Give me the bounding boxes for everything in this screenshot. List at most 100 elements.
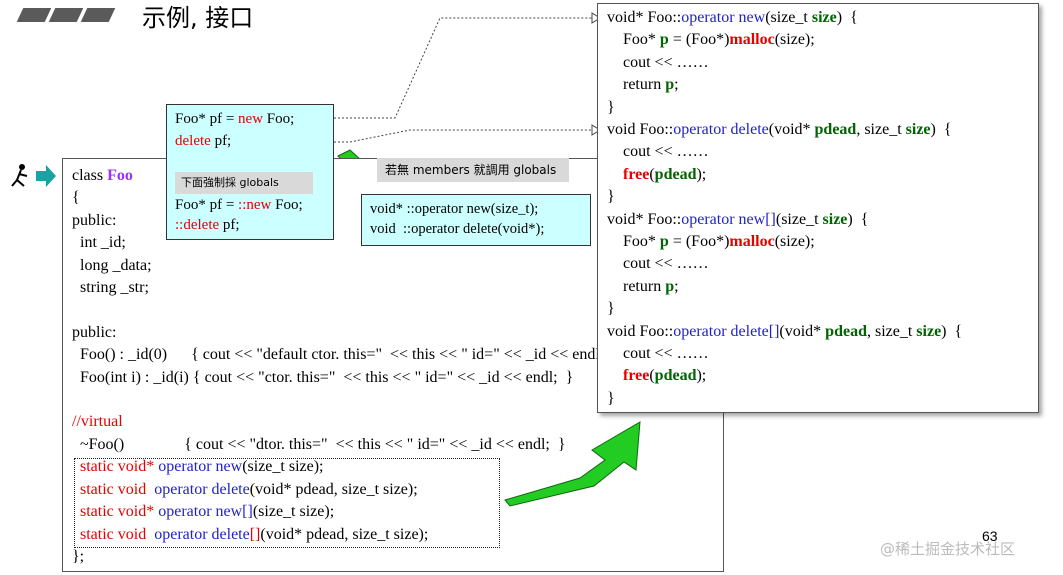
code-token: return xyxy=(607,277,666,295)
code-token: Foo() : _id(0) { cout << "default ctor. … xyxy=(72,346,620,363)
code-token: operator delete xyxy=(673,121,769,138)
code-token: ; xyxy=(674,277,679,295)
main-code-line: static void operator delete(void* pdead,… xyxy=(80,480,418,500)
code-token: (void* xyxy=(779,322,826,340)
code-token: free xyxy=(623,165,650,183)
main-code-line: static void* operator new[](size_t size)… xyxy=(80,502,334,522)
code-token: public: xyxy=(72,324,117,341)
right-code-line: Foo* p = (Foo*)malloc(size); xyxy=(607,233,815,251)
main-code-line: ~Foo() { cout << "dtor. this=" << this <… xyxy=(72,435,566,455)
code-token: void Foo:: xyxy=(607,322,674,340)
main-code-line: static void operator delete[](void* pdea… xyxy=(80,525,428,545)
right-code-line: } xyxy=(607,300,615,318)
code-token: (size); xyxy=(774,233,815,250)
code-token xyxy=(607,367,623,384)
callout-line-new: Foo* pf = new Foo; xyxy=(175,111,294,128)
code-token: }; xyxy=(72,548,85,565)
code-token: size xyxy=(811,9,837,26)
code-token: void Foo:: xyxy=(607,121,674,138)
code-token: (size); xyxy=(774,31,815,49)
main-code-line: public: xyxy=(72,323,116,343)
runner-icon xyxy=(11,164,28,187)
code-token: cout << …… xyxy=(607,345,709,362)
code-token: class xyxy=(72,167,108,184)
main-code-line: static void* operator new(size_t size); xyxy=(80,457,323,477)
main-code-line: //virtual xyxy=(72,412,123,432)
code-token: operator delete[] xyxy=(673,322,780,340)
connector-new-to-right xyxy=(330,17,592,119)
code-token xyxy=(607,166,623,183)
code-token: (size_t size); xyxy=(252,503,335,520)
globals-label: 若無 members 就調用 globals xyxy=(377,158,569,182)
arrowhead-new xyxy=(591,12,601,24)
main-code-line: class Foo xyxy=(72,166,133,186)
code-token: operator new[] xyxy=(158,503,253,520)
main-code-line: }; xyxy=(72,547,84,567)
code-token: operator new[] xyxy=(681,210,776,228)
code-token: operator new xyxy=(681,9,766,26)
main-code-line: Foo() : _id(0) { cout << "default ctor. … xyxy=(72,345,620,365)
code-token: pdead xyxy=(654,165,697,183)
code-token: void* Foo:: xyxy=(607,9,682,26)
code-token: Foo* xyxy=(607,233,660,250)
usage-callout-box: Foo* pf = new Foo; delete pf; 下面強制採 glob… xyxy=(166,104,334,240)
code-token: pf; xyxy=(210,133,232,149)
code-token: = (Foo*) xyxy=(668,233,730,250)
global-delete-signature: void ::operator delete(void*); xyxy=(370,221,545,237)
right-code-line: free(pdead); xyxy=(607,367,706,385)
right-code-line: void* Foo::operator new(size_t size) { xyxy=(607,9,858,27)
right-code-line: cout << …… xyxy=(607,143,709,161)
code-token: (void* xyxy=(768,121,815,138)
code-token: //virtual xyxy=(72,413,123,430)
code-token: ); xyxy=(696,367,707,385)
code-token: ::delete xyxy=(175,217,220,233)
code-token: return xyxy=(607,76,666,94)
code-token: operator delete xyxy=(154,526,250,543)
right-code-line: void Foo::operator delete[](void* pdead,… xyxy=(607,323,962,341)
right-code-line: } xyxy=(607,99,615,117)
main-code-line: { xyxy=(72,188,80,208)
code-token: static void xyxy=(80,481,155,498)
code-token: new xyxy=(238,111,264,127)
global-new-signature: void* ::operator new(size_t); xyxy=(370,201,539,217)
code-token: pdead xyxy=(825,322,867,340)
main-code-line: Foo(int i) : _id(i) { cout << "ctor. thi… xyxy=(72,368,573,388)
main-code-line: int _id; xyxy=(72,233,126,253)
watermark-text: @稀土掘金技术社区 xyxy=(880,540,1016,558)
code-token: = (Foo*) xyxy=(668,31,730,49)
code-token: size xyxy=(822,210,848,228)
right-code-line: free(pdead); xyxy=(607,166,706,184)
code-token: malloc xyxy=(729,233,775,250)
code-token: p xyxy=(659,233,669,250)
main-code-line: long _data; xyxy=(72,256,152,276)
code-token: size xyxy=(905,121,931,138)
code-token: static void* xyxy=(80,503,159,520)
code-token: { xyxy=(72,189,80,206)
code-token: malloc xyxy=(729,31,775,49)
code-token: cout << …… xyxy=(607,53,709,71)
code-token: void* Foo:: xyxy=(607,210,682,228)
code-token: } xyxy=(607,188,615,206)
code-token: static void* xyxy=(80,458,159,475)
code-token: [] xyxy=(249,526,261,543)
right-code-line: cout << …… xyxy=(607,345,709,363)
code-token: static void xyxy=(80,526,155,543)
right-code-line: cout << …… xyxy=(607,255,709,273)
code-token: cout << …… xyxy=(607,143,709,161)
code-token: (void* pdead, size_t size); xyxy=(260,526,429,543)
code-token: ); xyxy=(696,165,707,183)
main-code-line: public: xyxy=(72,211,116,231)
green-arrow-big xyxy=(504,421,641,507)
code-token: Foo xyxy=(107,167,133,184)
code-token: ( xyxy=(649,367,655,385)
code-token: ; xyxy=(674,76,679,94)
code-token: free xyxy=(623,367,650,385)
code-token: p xyxy=(659,31,669,49)
right-code-line: return p; xyxy=(607,278,679,296)
code-token: operator new xyxy=(158,458,243,475)
code-token: Foo* pf = xyxy=(175,197,239,213)
arrowhead-delete xyxy=(591,124,601,136)
code-token: (size_t xyxy=(765,9,812,26)
code-token: ) { xyxy=(941,322,963,340)
code-token: long _data; xyxy=(72,257,152,274)
